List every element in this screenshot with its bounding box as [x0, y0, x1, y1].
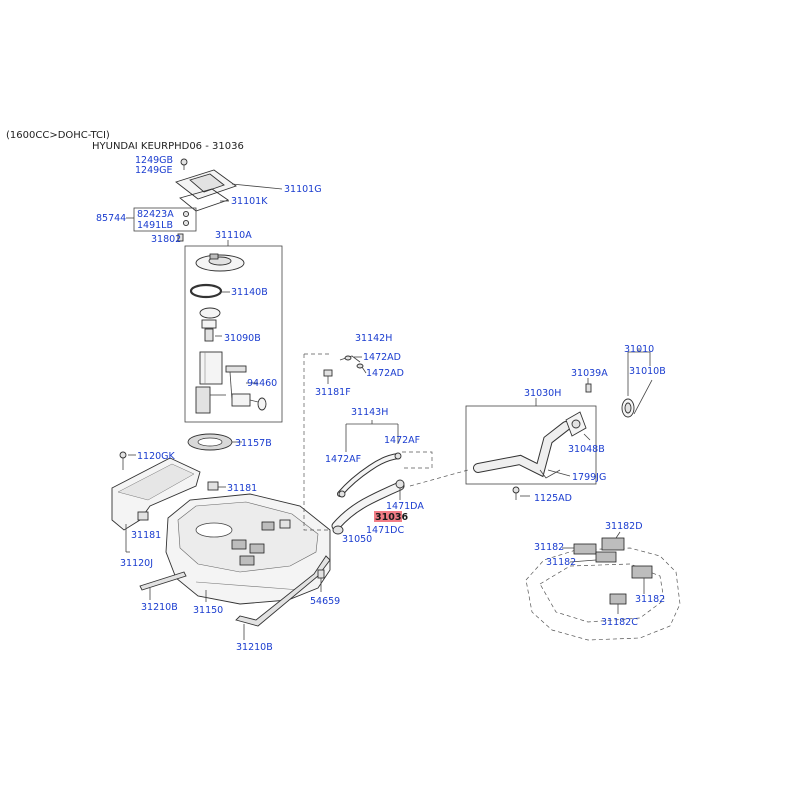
bolt-1125AD — [512, 486, 520, 500]
bolt-1120GK — [119, 451, 127, 470]
seal-ring-31140B — [189, 283, 223, 299]
label-1471DA[interactable]: 1471DA — [386, 501, 424, 512]
label-31101K[interactable]: 31101K — [231, 196, 268, 207]
sender-unit-94460 — [225, 365, 267, 411]
clamp-1472AF-lower — [338, 490, 346, 498]
clip-1491LB — [182, 219, 190, 227]
strap-31210B-left — [139, 571, 187, 591]
label-31039A[interactable]: 31039A — [571, 368, 608, 379]
filler-hose-31036 — [331, 481, 405, 531]
pad-31181-lower — [137, 511, 149, 521]
label-85744[interactable]: 85744 — [96, 213, 126, 224]
label-54659[interactable]: 54659 — [310, 596, 340, 607]
highlight-31036 — [374, 511, 402, 522]
screw-31039A — [585, 383, 592, 393]
flange-31048B — [565, 411, 587, 437]
fuel-tank-31150 — [165, 493, 331, 605]
filler-neck-31030H — [473, 421, 571, 479]
pad-31182-b — [595, 551, 617, 563]
label-31120J[interactable]: 31120J — [120, 558, 153, 569]
fuel-cap-31010 — [621, 398, 635, 418]
label-31182-c[interactable]: 31182 — [635, 594, 665, 605]
label-31181-lower[interactable]: 31181 — [131, 530, 161, 541]
label-31143H[interactable]: 31143H — [351, 407, 388, 418]
label-94460[interactable]: 94460 — [247, 378, 277, 389]
clamp-1472AF-upper — [394, 452, 402, 460]
heat-shield-31120J — [111, 457, 201, 531]
label-31048B[interactable]: 31048B — [568, 444, 605, 455]
clip-31181F — [323, 369, 333, 377]
label-31181-upper[interactable]: 31181 — [227, 483, 257, 494]
label-1491LB[interactable]: 1491LB — [137, 220, 173, 231]
strap-31210B-bottom — [235, 555, 331, 627]
pad-31182D — [601, 537, 625, 551]
label-1472AF-upper[interactable]: 1472AF — [384, 435, 420, 446]
label-1120GK[interactable]: 1120GK — [137, 451, 176, 462]
vent-hose-1472AD — [339, 355, 364, 369]
vent-hose-31143H — [337, 453, 401, 497]
label-1249GB[interactable]: 1249GB — [135, 155, 173, 166]
label-31142H[interactable]: 31142H — [355, 333, 392, 344]
pump-assembly-box — [184, 245, 283, 423]
cover-plate-31101G — [175, 169, 237, 200]
ring-31157B — [187, 433, 233, 451]
label-31140B[interactable]: 31140B — [231, 287, 268, 298]
label-31181F[interactable]: 31181F — [315, 387, 351, 398]
filler-neck-box — [465, 405, 597, 485]
label-31010B[interactable]: 31010B — [629, 366, 666, 377]
label-31182D[interactable]: 31182D — [605, 521, 643, 532]
label-31050[interactable]: 31050 — [342, 534, 372, 545]
engine-spec: (1600CC>DOHC-TCI) — [6, 130, 110, 141]
pad-31182-a — [573, 543, 597, 555]
label-31030H[interactable]: 31030H — [524, 388, 561, 399]
label-1799JG[interactable]: 1799JG — [572, 472, 606, 483]
fuel-pump-body — [195, 351, 226, 414]
grommet-31802 — [177, 233, 184, 242]
label-31210B-left[interactable]: 31210B — [141, 602, 178, 613]
label-31090B[interactable]: 31090B — [224, 333, 261, 344]
clamp-1471DC — [332, 525, 344, 535]
bracket-85744 — [133, 207, 197, 232]
label-1249GE[interactable]: 1249GE — [135, 165, 173, 176]
label-31157B[interactable]: 31157B — [235, 438, 272, 449]
pump-module-31090B — [199, 307, 221, 342]
pad-31182-c — [631, 565, 653, 579]
clip-82423A — [182, 210, 190, 218]
model-reference: HYUNDAI KEURPHD06 - 31036 — [92, 141, 244, 152]
tether-31010B — [633, 379, 653, 415]
clip-54659 — [317, 569, 325, 592]
gasket-31101K — [179, 188, 229, 212]
bolt-1249 — [180, 158, 188, 170]
pad-31182C — [609, 593, 627, 605]
label-1471DC[interactable]: 1471DC — [366, 525, 404, 536]
label-1472AD-upper[interactable]: 1472AD — [363, 352, 401, 363]
label-31150[interactable]: 31150 — [193, 605, 223, 616]
label-31010[interactable]: 31010 — [624, 344, 654, 355]
label-31036[interactable]: 31036 — [375, 512, 408, 523]
label-31110A[interactable]: 31110A — [215, 230, 252, 241]
label-31182C[interactable]: 31182C — [601, 617, 638, 628]
label-31210B-bottom[interactable]: 31210B — [236, 642, 273, 653]
tank-view-dashed — [525, 547, 681, 641]
pump-flange — [195, 253, 245, 272]
label-82423A[interactable]: 82423A — [137, 209, 174, 220]
clamp-1471DA — [395, 479, 405, 489]
label-1125AD[interactable]: 1125AD — [534, 493, 572, 504]
pad-31181-upper — [207, 481, 219, 491]
label-1472AF-lower[interactable]: 1472AF — [325, 454, 361, 465]
label-31182-b[interactable]: 31182 — [546, 557, 576, 568]
label-1472AD-lower[interactable]: 1472AD — [366, 368, 404, 379]
label-31182-a[interactable]: 31182 — [534, 542, 564, 553]
label-31101G[interactable]: 31101G — [284, 184, 322, 195]
label-31802[interactable]: 31802 — [151, 234, 181, 245]
